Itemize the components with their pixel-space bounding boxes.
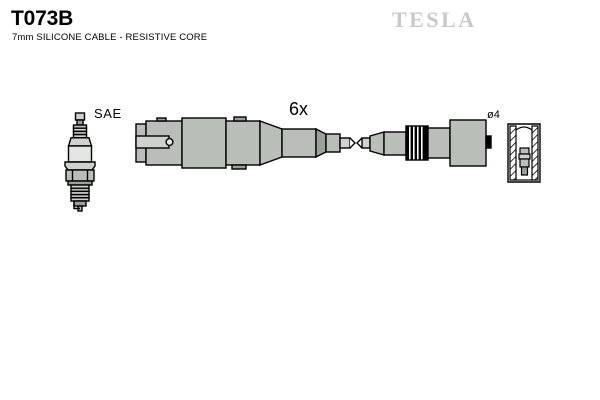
cable-with-break-symbol (339, 131, 407, 156)
callout-quantity-label: 6x (289, 99, 309, 119)
boot-taper-section (259, 120, 341, 166)
coil-end-boot (405, 119, 492, 167)
part-description: 7mm SILICONE CABLE - RESISTIVE CORE (12, 32, 208, 43)
spark-plug-illustration (64, 112, 96, 212)
page-title: T073B (11, 7, 74, 30)
callout-sae-label: SAE (94, 106, 122, 121)
plug-connector-body (135, 116, 261, 170)
terminal-section-detail (507, 123, 541, 183)
brand-logo: TESLA (392, 7, 477, 32)
callout-terminal-diameter-label: ø4 (487, 109, 500, 121)
